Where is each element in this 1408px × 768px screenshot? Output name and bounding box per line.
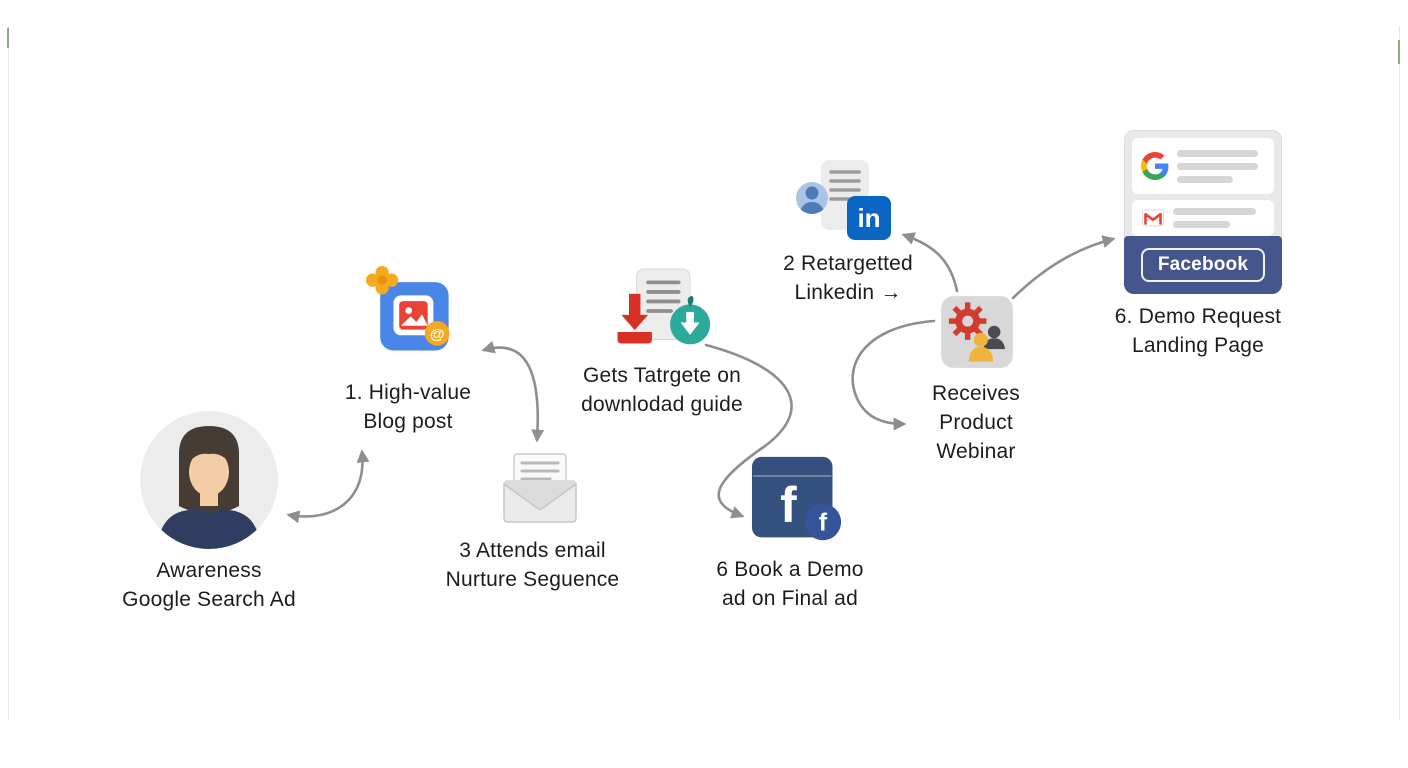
email-envelope-icon [503,453,577,523]
webinar-label-line3: Webinar [936,440,1016,463]
nurture-label-line2: Nurture Seguence [445,568,620,591]
left-edge-tick [7,28,9,48]
retarget-label: 2 Retargetted Linkedin → [768,249,928,307]
gmail-icon [1142,209,1164,227]
demo-ad-label-line1: 6 Book a Demo [716,558,864,581]
webinar-label: Receives Product Webinar [906,379,1046,466]
left-edge-line [8,26,9,720]
facebook-f-badge [804,503,842,541]
blog-label-line1: 1. High-value [344,381,472,404]
facebook-ad-icon: f f [752,456,842,541]
red-download-icon [617,293,652,344]
facebook-f-badge-letter: f [819,509,828,537]
result-text-lines [1177,149,1265,183]
webinar-label-line1: Receives [932,382,1020,405]
landing-label: 6. Demo Request Landing Page [1103,302,1293,360]
demo-ad-label-line2: ad on Final ad [722,587,858,610]
awareness-label-line2: Google Search Ad [122,588,296,611]
result-text-lines [1173,208,1265,228]
search-result-card-gmail [1132,200,1274,236]
flower-icon [365,265,399,295]
linkedin-in-letters: in [857,203,880,233]
guide-label-line1: Gets Tatrgete on [582,364,742,387]
blog-post-icon: @ [365,265,450,351]
retarget-label-line2: Linkedin → [794,281,902,304]
demo-ad-label: 6 Book a Demo ad on Final ad [700,555,880,613]
right-edge-tick [1398,40,1400,64]
webinar-gear-icon [941,296,1013,368]
person-dark-icon [983,325,1006,350]
blog-label-line2: Blog post [363,410,453,433]
at-symbol: @ [430,326,445,343]
right-edge-line [1399,26,1400,720]
woman-avatar-icon [140,411,278,549]
facebook-banner: Facebook [1124,236,1282,294]
facebook-f-letter: f [780,477,797,533]
awareness-label-line1: Awareness [156,559,262,582]
landing-label-line2: Landing Page [1131,334,1265,357]
blog-label: 1. High-value Blog post [318,378,498,436]
nurture-label-line1: 3 Attends email [459,539,606,562]
arrow-webinar-to-landing [1011,235,1116,300]
guide-label-line2: downlodad guide [581,393,743,416]
person-yellow-icon [968,332,994,362]
at-badge [424,321,450,346]
download-guide-icon [617,268,711,345]
landing-label-line1: 6. Demo Request [1114,305,1282,328]
landing-page-preview: Facebook [1124,130,1282,294]
linkedin-badge [847,196,891,240]
facebook-button: Facebook [1140,248,1266,282]
guide-label: Gets Tatrgete on downlodad guide [558,361,766,419]
awareness-label: Awareness Google Search Ad [89,556,329,614]
arrow-awareness-to-blog [286,449,370,524]
retarget-label-line1: 2 Retargetted [783,252,913,275]
linkedin-retarget-icon: in [796,160,891,240]
webinar-label-line2: Product [939,411,1013,434]
google-logo-icon [1141,152,1169,180]
search-result-card-google [1132,138,1274,194]
nurture-label: 3 Attends email Nurture Seguence [420,536,645,594]
